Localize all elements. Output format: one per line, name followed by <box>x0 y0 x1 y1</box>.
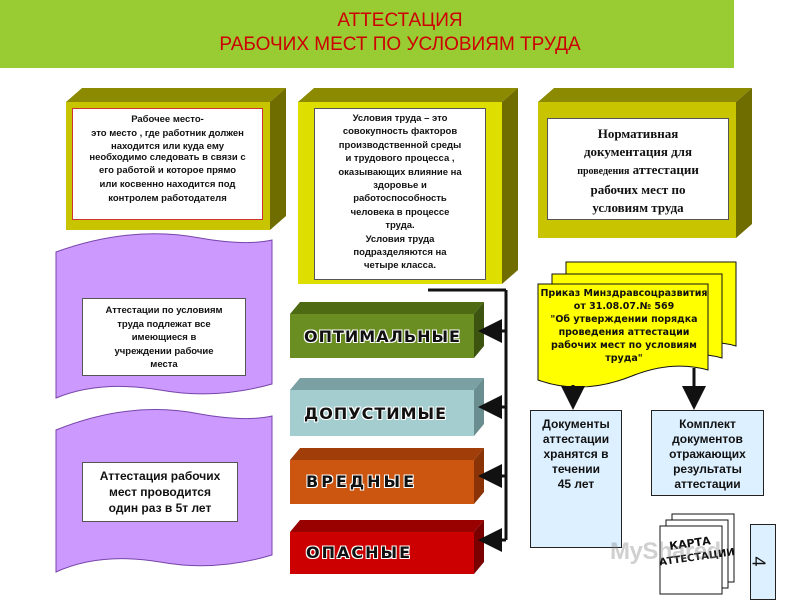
title-line1: АТТЕСТАЦИЯ <box>337 10 463 31</box>
workplace-line1: Рабочее место- <box>131 114 204 125</box>
storage-line3: хранятся в <box>543 447 609 461</box>
conditions-line5: оказывающих влияние на <box>338 166 462 178</box>
storage-line4: течении <box>552 462 600 476</box>
page-number-tab: 4 <box>748 524 776 600</box>
normative-line2: документация для <box>583 144 693 159</box>
class-bar-3 <box>290 448 484 504</box>
order-arrows <box>561 368 706 410</box>
conditions-line9: труда. <box>385 220 415 232</box>
order-line1: Приказ Минздравсоцразвития <box>540 288 708 299</box>
class-bar-1 <box>290 302 484 358</box>
class-label-acceptable: ДОПУСТИМЫЕ <box>304 404 448 423</box>
card-icon-stack <box>659 513 735 595</box>
storage-line1: Документы <box>542 417 610 431</box>
class-label-dangerous: ОПАСНЫЕ <box>306 543 413 562</box>
class-label-harmful: ВРЕДНЫЕ <box>306 472 417 491</box>
order-document-stack <box>537 261 737 388</box>
order-text: Приказ Минздравсоцразвития от 31.08.07.№… <box>540 287 708 365</box>
documents-storage-box: Документы аттестации хранятся в течении … <box>530 410 622 548</box>
conditions-line4: и трудового процесса , <box>345 153 455 165</box>
set-line5: аттестации <box>674 477 741 491</box>
conditions-line8: человека в процессе <box>350 206 450 218</box>
set-line2: документов <box>672 432 743 446</box>
title-bar: АТТЕСТАЦИЯ РАБОЧИХ МЕСТ ПО УСЛОВИЯМ ТРУД… <box>0 0 734 68</box>
conditions-line2: совокупность факторов <box>342 126 458 138</box>
documents-set-box: Комплект документов отражающих результат… <box>651 410 764 496</box>
set-line3: отражающих <box>669 447 746 461</box>
workplace-line7: контролем работодателя <box>108 193 227 204</box>
order-line3: "Об утверждении порядка <box>550 314 698 325</box>
class-label-optimal: ОПТИМАЛЬНЫЕ <box>304 327 461 346</box>
subject-line4: учреждении рабочие <box>114 345 214 357</box>
storage-line5: 45 лет <box>557 477 595 491</box>
normative-line1: Нормативная <box>597 126 679 141</box>
conditions-line10: Условия труда <box>365 233 435 245</box>
subject-line1: Аттестации по условиям <box>105 305 223 316</box>
period-line3: один раз в 5т лет <box>108 501 212 515</box>
order-line6: труда" <box>605 353 643 364</box>
subject-line5: места <box>150 359 178 370</box>
subject-line3: имеющиеся в <box>131 332 197 343</box>
conditions-line1: Условия труда – это <box>352 113 448 124</box>
conditions-line12: четыре класса. <box>364 260 436 272</box>
period-line2: мест проводится <box>109 485 211 499</box>
title-line2: РАБОЧИХ МЕСТ ПО УСЛОВИЯМ ТРУДА <box>219 34 581 55</box>
workplace-line3: находится или куда ему <box>110 141 225 152</box>
order-line5: рабочих мест по условиям <box>551 340 697 351</box>
workplace-line6: или косвенно находится под <box>99 179 236 190</box>
set-line1: Комплект <box>679 417 736 431</box>
conditions-line11: подразделяются на <box>353 247 447 259</box>
workplace-line4: необходимо следовать в связи с <box>89 152 246 163</box>
normative-line3a: проведения <box>577 166 630 177</box>
workplace-line5: его работой и которое прямо <box>98 165 237 176</box>
workplace-line2: это место , где работник должен <box>91 128 244 139</box>
normative-documents-box: Нормативная документация для проведения … <box>547 118 729 220</box>
classes-connector <box>428 288 508 552</box>
period-line1: Аттестация рабочих <box>99 469 221 483</box>
subject-line2: труда подлежат все <box>117 318 211 330</box>
order-line2: от 31.08.07.№ 569 <box>573 301 675 312</box>
conditions-line7: работоспособность <box>353 193 447 205</box>
order-line4: проведения аттестации <box>558 327 690 338</box>
watermark-text: MyShared <box>610 538 721 565</box>
subject-attestation-box: Аттестации по условиям труда подлежат вс… <box>82 298 246 376</box>
storage-line2: аттестации <box>542 432 610 446</box>
workplace-definition-box: Рабочее место- это место , где работник … <box>72 108 263 220</box>
normative-line3: проведения аттестации <box>548 161 728 181</box>
class-bar-4 <box>290 520 484 574</box>
page-number: 4 <box>748 556 769 567</box>
set-line4: результаты <box>673 462 742 476</box>
conditions-definition-box: Условия труда – это совокупность факторо… <box>314 108 486 280</box>
period-attestation-box: Аттестация рабочих мест проводится один … <box>82 462 238 522</box>
normative-line3b: аттестации <box>632 162 699 177</box>
conditions-line3: производственной среды <box>338 139 462 151</box>
normative-line5: условиям труда <box>592 200 684 215</box>
conditions-line6: здоровье и <box>373 180 427 192</box>
normative-line4: рабочих мест по <box>590 182 686 197</box>
